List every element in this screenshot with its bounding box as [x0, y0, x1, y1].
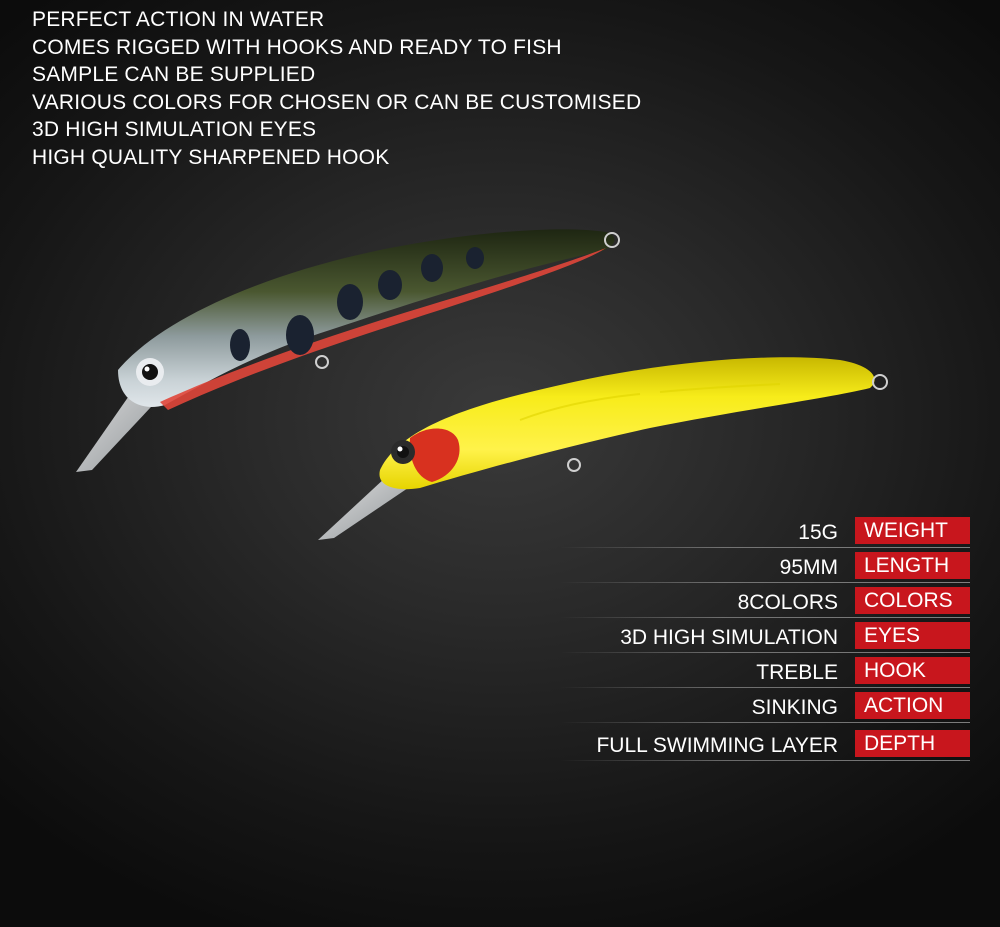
spec-label: WEIGHT — [855, 517, 970, 544]
spec-label: COLORS — [855, 587, 970, 614]
feature-item: SAMPLE CAN BE SUPPLIED — [32, 63, 316, 86]
spec-row-depth: FULL SWIMMING LAYER DEPTH — [0, 728, 1000, 762]
spec-value: 3D HIGH SIMULATION — [620, 626, 838, 649]
divider — [560, 687, 970, 688]
spec-value: SINKING — [751, 696, 838, 719]
spec-row-action: SINKING ACTION — [0, 690, 1000, 724]
feature-item: COMES RIGGED WITH HOOKS AND READY TO FIS… — [32, 35, 562, 59]
divider — [560, 722, 970, 723]
spec-row-weight: 15G WEIGHT — [0, 515, 1000, 549]
spec-row-hook: TREBLE HOOK — [0, 655, 1000, 689]
feature-item: VARIOUS COLORS FOR CHOSEN OR CAN BE CUST… — [32, 90, 642, 114]
spec-value: TREBLE — [756, 661, 838, 684]
feature-list: PERFECT ACTION IN WATER COMES RIGGED WIT… — [32, 6, 641, 171]
spec-row-colors: 8COLORS COLORS — [0, 585, 1000, 619]
divider — [560, 547, 970, 548]
feature-item: 3D HIGH SIMULATION EYES — [32, 118, 317, 141]
spec-label: ACTION — [855, 692, 970, 719]
feature-item: PERFECT ACTION IN WATER — [32, 8, 325, 31]
spec-label: HOOK — [855, 657, 970, 684]
divider — [560, 652, 970, 653]
feature-item: HIGH QUALITY SHARPENED HOOK — [32, 145, 390, 169]
divider — [560, 617, 970, 618]
spec-row-eyes: 3D HIGH SIMULATION EYES — [0, 620, 1000, 654]
spec-value: FULL SWIMMING LAYER — [596, 734, 838, 757]
divider — [560, 760, 970, 761]
spec-label: LENGTH — [855, 552, 970, 579]
spec-value: 95MM — [779, 556, 838, 579]
divider — [560, 582, 970, 583]
spec-value: 15G — [798, 521, 838, 544]
spec-label: EYES — [855, 622, 970, 649]
spec-value: 8COLORS — [737, 591, 838, 614]
spec-row-length: 95MM LENGTH — [0, 550, 1000, 584]
spec-label: DEPTH — [855, 730, 970, 757]
